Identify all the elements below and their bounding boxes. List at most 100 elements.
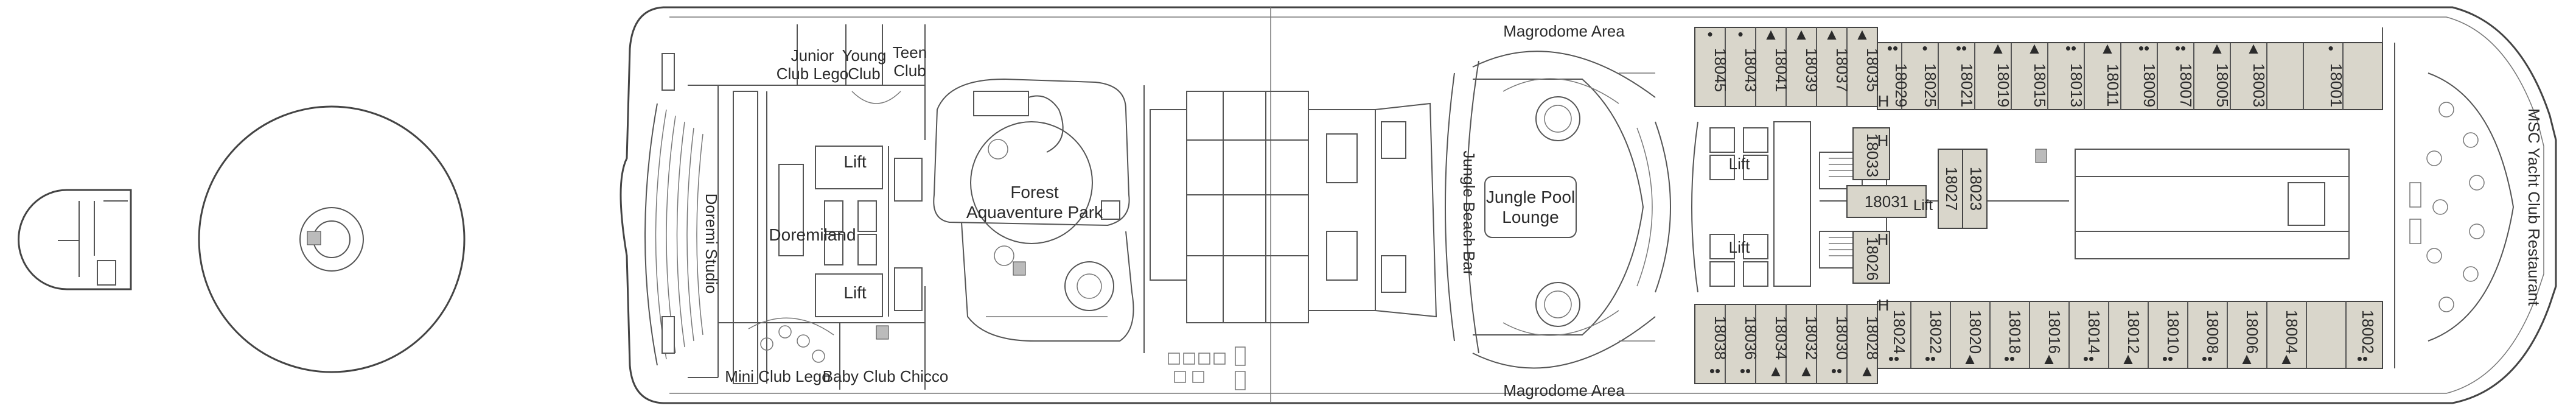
cabin-number: 18030: [1833, 316, 1851, 360]
cabin-number: 18034: [1772, 316, 1790, 360]
cabin-marker: ••: [1956, 39, 1967, 57]
cabin-number: 18014: [2085, 310, 2103, 354]
label-lift-2: Lift: [843, 283, 867, 302]
aft-mast-structure: [18, 189, 132, 290]
funnel-circle: [198, 105, 466, 373]
cabin-marker: H: [1878, 296, 1890, 314]
cabin-number: 18036: [1742, 316, 1760, 360]
label-jungle-beach-bar: Jungle Beach Bar: [1460, 150, 1478, 276]
label-lift-4: Lift: [1729, 238, 1750, 256]
cabin-number: 18019: [1994, 63, 2012, 107]
cabin-marker: ••: [1709, 362, 1720, 380]
forward-core: [1691, 121, 2350, 293]
cabin-marker: ▲: [2120, 350, 2136, 368]
cabin-markers-bottom-outer: •• •• ▲ ▲ •• ▲: [1709, 362, 1875, 380]
label-mini-club-lego: Mini Club Lego: [725, 367, 830, 385]
cabin-numbers-bottom-inner: 18024 18022 18020 18018 18016 18014 1801…: [1878, 296, 2377, 354]
cabin-marker: ••: [2138, 39, 2149, 57]
cabin-marker: ▲: [1763, 25, 1779, 43]
cabin-number: 18039: [1803, 48, 1821, 92]
cabin-marker: ▲: [2041, 350, 2057, 368]
cabin-markers-top-inner: •• • •• ▲ ▲ •• ▲ •• •• ▲ ▲ •: [1887, 39, 2334, 57]
cabin-marker: ••: [1888, 350, 1899, 368]
cabin-marker: ••: [2175, 39, 2186, 57]
cabin-number: 18002: [2359, 310, 2377, 354]
label-magrodome-bottom: Magrodome Area: [1503, 381, 1625, 399]
cabin-number: 18038: [1711, 316, 1730, 360]
cabin-number: 18026: [1863, 237, 1882, 281]
jungle-pool-area: [1445, 51, 1671, 369]
label-young-club-2: Club: [848, 65, 880, 83]
cabin-marker: •: [1922, 39, 1927, 57]
cabin-numbers-top-inner: 18029 18025 18021 18019 18015 18013 1801…: [1878, 63, 2345, 110]
label-magrodome-top: Magrodome Area: [1503, 22, 1625, 40]
yacht-club-restaurant: [2394, 43, 2515, 368]
cabin-marker: ••: [2065, 39, 2076, 57]
cabin-numbers-middle: 18033 H 18031 18027 18023 18026 H: [1863, 132, 1985, 281]
label-jungle-pool-1: Jungle Pool: [1486, 188, 1575, 206]
label-forest-1: Forest: [1010, 183, 1059, 202]
cabin-marker: ••: [2083, 350, 2094, 368]
cabin-marker: •: [1707, 25, 1712, 43]
cabin-marker: H: [1878, 92, 1890, 110]
cabins-bottom-inner: [1877, 301, 2383, 369]
cabins-top-outer: [1694, 27, 1878, 107]
label-forest-2: Aquaventure Park: [966, 203, 1103, 222]
cabin-number: 18027: [1942, 167, 1961, 211]
cabin-number: 18025: [1921, 63, 1939, 107]
cabin-marker: ••: [2004, 350, 2015, 368]
stairs-icon: [876, 149, 2047, 340]
cabin-number: 18009: [2140, 63, 2159, 107]
cabin-marker: •: [2328, 39, 2333, 57]
cabin-number: 18003: [2250, 63, 2268, 107]
cabin-marker: H: [1877, 230, 1889, 248]
cabin-marker: ▲: [2100, 39, 2115, 57]
cabin-numbers-bottom-outer: 18038 18036 18034 18032 18030 18028: [1711, 316, 1882, 360]
cabin-marker: •: [1737, 25, 1743, 43]
cabin-number: 18033: [1863, 133, 1882, 177]
cabin-marker: ••: [2202, 350, 2213, 368]
cabins-middle: [1846, 127, 1988, 284]
cabin-marker: ••: [1831, 362, 1842, 380]
label-lift-3: Lift: [1729, 155, 1750, 173]
label-lift-5: Lift: [1913, 197, 1933, 214]
kids-area: [644, 24, 926, 390]
cabin-numbers-top-outer: 18045 18043 18041 18039 18037 18035: [1711, 48, 1882, 92]
cabin-marker: ••: [1925, 350, 1936, 368]
cabin-marker: ▲: [1824, 25, 1840, 43]
label-baby-club-chicco: Baby Club Chicco: [823, 367, 949, 385]
cabin-number: 18007: [2177, 63, 2195, 107]
midship-block: [1150, 91, 1437, 390]
cabin-number: 18004: [2283, 310, 2301, 354]
cabin-marker: ••: [2162, 350, 2173, 368]
label-teen-club-1: Teen: [893, 43, 927, 61]
cabin-marker: ▲: [2246, 39, 2261, 57]
cabin-number: 18006: [2243, 310, 2261, 354]
cabin-marker: ▲: [2278, 350, 2294, 368]
cabin-number: 18029: [1892, 63, 1910, 107]
cabin-number: 18035: [1863, 48, 1882, 92]
cabin-marker: H: [1877, 132, 1889, 150]
cabins-top-inner: [1877, 27, 2383, 110]
cabin-number: 18032: [1803, 316, 1821, 360]
ship-hull: [620, 6, 2557, 404]
cabin-number: 18016: [2045, 310, 2064, 354]
deck-loungers: [1168, 346, 1246, 390]
cabin-number: 18037: [1833, 48, 1851, 92]
cabin-marker: ▲: [2239, 350, 2255, 368]
label-doremiland: Doremiland: [769, 225, 856, 244]
cabin-number: 18005: [2213, 63, 2232, 107]
label-teen-club-2: Club: [893, 61, 926, 80]
cabin-number: 18010: [2164, 310, 2182, 354]
area-labels: Junior Club Lego Young Club Teen Club Do…: [702, 22, 2543, 399]
cabin-marker: ▲: [2209, 39, 2225, 57]
cabin-number: 18045: [1711, 48, 1730, 92]
cabin-markers-bottom-inner: •• •• ▲ •• ▲ •• ▲ •• •• ▲ ▲ ••: [1888, 350, 2368, 368]
cabin-number: 18031: [1865, 192, 1908, 211]
cabin-marker: ▲: [1798, 362, 1814, 380]
cabin-marker: ••: [2357, 350, 2368, 368]
label-young-club-1: Young: [842, 46, 887, 65]
cabin-marker: ▲: [1768, 362, 1784, 380]
label-lift-1: Lift: [843, 152, 867, 171]
